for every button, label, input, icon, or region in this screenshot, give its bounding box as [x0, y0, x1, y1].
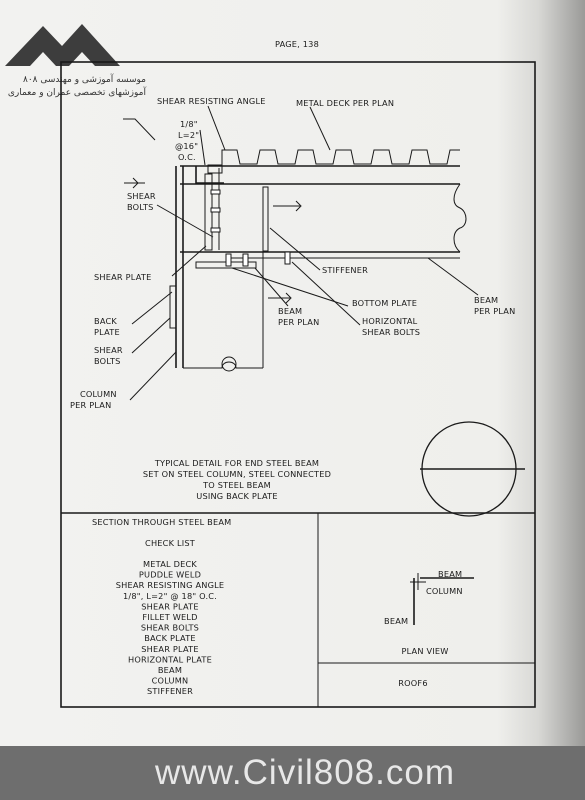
checklist-item: BEAM: [158, 665, 182, 675]
beam-break: [453, 183, 467, 253]
logo: موسسه آموزشی و مهندسی ۸۰۸ آموزشهای تخصصی…: [5, 24, 146, 98]
label-bottom-plate: BOTTOM PLATE: [352, 298, 417, 308]
label-back-plate-2: PLATE: [94, 327, 120, 337]
checklist-item: SHEAR PLATE: [141, 644, 198, 654]
label-spacing-3: @16": [175, 141, 198, 151]
checklist-item: BACK PLATE: [144, 633, 196, 643]
checklist: SECTION THROUGH STEEL BEAM CHECK LIST ME…: [92, 517, 231, 696]
checklist-title: CHECK LIST: [145, 538, 196, 548]
leader-lines: [129, 105, 479, 401]
label-shear-bolts-2: BOLTS: [127, 202, 154, 212]
stiffener-plate: [262, 186, 269, 252]
label-column-2: PER PLAN: [70, 400, 111, 410]
plan-beam-top-label: BEAM: [438, 569, 462, 579]
weld-leader-top: [123, 118, 156, 141]
label-beam-per-plan-1: BEAM: [278, 306, 302, 316]
label-column-1: COLUMN: [80, 389, 117, 399]
checklist-item: 1/8", L=2" @ 18" O.C.: [123, 591, 217, 601]
plan-beam-left-label: BEAM: [384, 616, 408, 626]
label-shear-resisting-angle: SHEAR RESISTING ANGLE: [157, 96, 266, 106]
label-beam-right-1: BEAM: [474, 295, 498, 305]
puddle-weld: [207, 164, 223, 174]
back-plate: [169, 285, 177, 329]
checklist-item: METAL DECK: [143, 559, 197, 569]
checklist-item: SHEAR BOLTS: [141, 623, 199, 633]
weld-flag-bottom: [268, 292, 292, 304]
shear-bolts: [210, 189, 221, 233]
title-line4: USING BACK PLATE: [196, 491, 277, 501]
label-shear-bolts-1: SHEAR: [127, 191, 156, 201]
column-break-arc: [221, 356, 237, 372]
label-stiffener: STIFFENER: [322, 265, 368, 275]
section-heading: SECTION THROUGH STEEL BEAM: [92, 517, 231, 527]
checklist-item: SHEAR PLATE: [141, 601, 198, 611]
watermark-banner: [0, 746, 585, 800]
label-shear-plate: SHEAR PLATE: [94, 272, 151, 282]
checklist-item: STIFFENER: [147, 686, 193, 696]
checklist-item: PUDDLE WELD: [139, 570, 201, 580]
horizontal-bolts: [225, 251, 291, 267]
plan-view-label: PLAN VIEW: [401, 646, 448, 656]
title-line2: SET ON STEEL COLUMN, STEEL CONNECTED: [143, 469, 331, 479]
logo-line1: موسسه آموزشی و مهندسی ۸۰۸: [23, 73, 146, 85]
section-symbol: [420, 421, 525, 517]
section-detail: SHEAR RESISTING ANGLE METAL DECK PER PLA…: [70, 96, 515, 410]
title-line1: TYPICAL DETAIL FOR END STEEL BEAM: [154, 458, 319, 468]
label-metal-deck: METAL DECK PER PLAN: [296, 98, 394, 108]
label-spacing-2: L=2": [178, 130, 199, 140]
checklist-item: SHEAR RESISTING ANGLE: [116, 580, 225, 590]
logo-line2: آموزشهای تخصصی عمران و معماری: [8, 86, 147, 98]
shear-angle: [195, 166, 224, 184]
checklist-item: HORIZONTAL PLATE: [128, 654, 212, 664]
logo-mountain-icon: [5, 24, 120, 66]
detail-title: TYPICAL DETAIL FOR END STEEL BEAM SET ON…: [143, 458, 331, 501]
weld-flag-right: [273, 200, 302, 212]
title-line3: TO STEEL BEAM: [202, 480, 271, 490]
label-back-plate-1: BACK: [94, 316, 117, 326]
sheet-border: [60, 61, 536, 708]
label-spacing-4: O.C.: [178, 152, 196, 162]
label-horizontal-2: SHEAR BOLTS: [362, 327, 420, 337]
label-beam-per-plan-2: PER PLAN: [278, 317, 319, 327]
plan-column-label: COLUMN: [426, 586, 463, 596]
roof-label: ROOF6: [398, 678, 428, 688]
label-spacing-1: 1/8": [180, 119, 198, 129]
checklist-item: COLUMN: [152, 676, 189, 686]
label-beam-right-2: PER PLAN: [474, 306, 515, 316]
plan-view: BEAM COLUMN BEAM PLAN VIEW ROOF6: [384, 569, 474, 688]
label-horizontal-1: HORIZONTAL: [362, 316, 418, 326]
label-shear-bolts-b2: BOLTS: [94, 356, 121, 366]
label-shear-bolts-b1: SHEAR: [94, 345, 123, 355]
page-number: PAGE, 138: [275, 39, 319, 49]
metal-deck: [221, 149, 460, 166]
checklist-item: FILLET WELD: [142, 612, 197, 622]
column-break: [183, 361, 263, 369]
watermark-text: www.Civil808.com: [154, 753, 455, 792]
weld-flag-left: [124, 177, 145, 189]
